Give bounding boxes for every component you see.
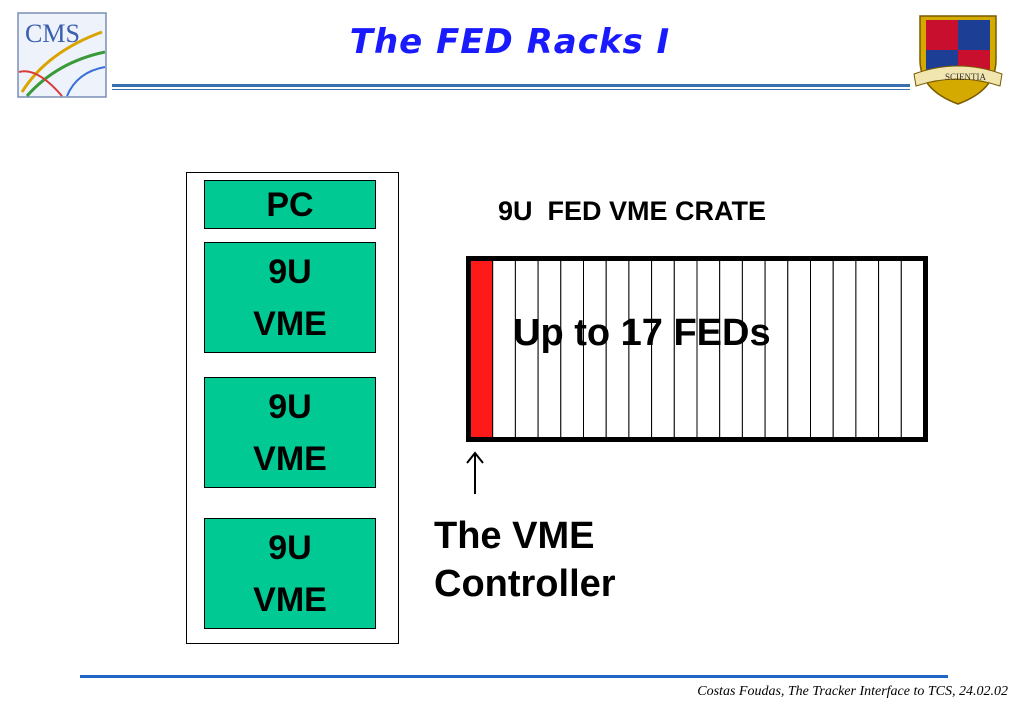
crate-slot <box>878 259 902 439</box>
vme-module-line2: VME <box>253 440 327 478</box>
vme-module-line1: 9U <box>268 388 312 426</box>
vme-module-line1: 9U <box>268 253 312 291</box>
crate-slot <box>492 259 516 439</box>
footer-text: Costas Foudas, The Tracker Interface to … <box>697 684 1008 699</box>
crate-slot <box>900 259 925 439</box>
header-rule-thin <box>112 89 910 90</box>
crate-title: 9U FED VME CRATE <box>498 196 767 226</box>
crate-label: Up to 17 FEDs <box>513 312 771 354</box>
vme-controller-line2: Controller <box>434 563 616 605</box>
imperial-crest-icon: SCIENTIA <box>913 15 1003 105</box>
crate-border <box>466 256 928 442</box>
crate-slot <box>832 259 857 439</box>
vme-module: 9U VME <box>204 242 376 353</box>
cms-logo-text: CMS <box>25 19 80 48</box>
pc-module: PC <box>204 180 376 229</box>
vme-crate <box>466 256 928 442</box>
vme-module: 9U VME <box>204 377 376 488</box>
controller-slot <box>469 259 494 439</box>
footer-rule <box>80 675 948 678</box>
cms-logo-icon: CMS <box>17 12 107 98</box>
vme-controller-label: The VME Controller <box>434 512 616 608</box>
crest-motto: SCIENTIA <box>945 72 986 82</box>
crate-slot <box>787 259 811 439</box>
vme-module: 9U VME <box>204 518 376 629</box>
rack-frame <box>186 172 399 644</box>
vme-module-line1: 9U <box>268 529 312 567</box>
vme-module-line2: VME <box>253 581 327 619</box>
crate-slot <box>810 259 834 439</box>
up-arrow-icon <box>460 450 490 500</box>
crate-slot <box>855 259 880 439</box>
vme-module-line2: VME <box>253 305 327 343</box>
page-title: The FED Racks I <box>349 22 671 62</box>
header-rule <box>112 84 910 87</box>
vme-controller-line1: The VME <box>434 515 595 557</box>
